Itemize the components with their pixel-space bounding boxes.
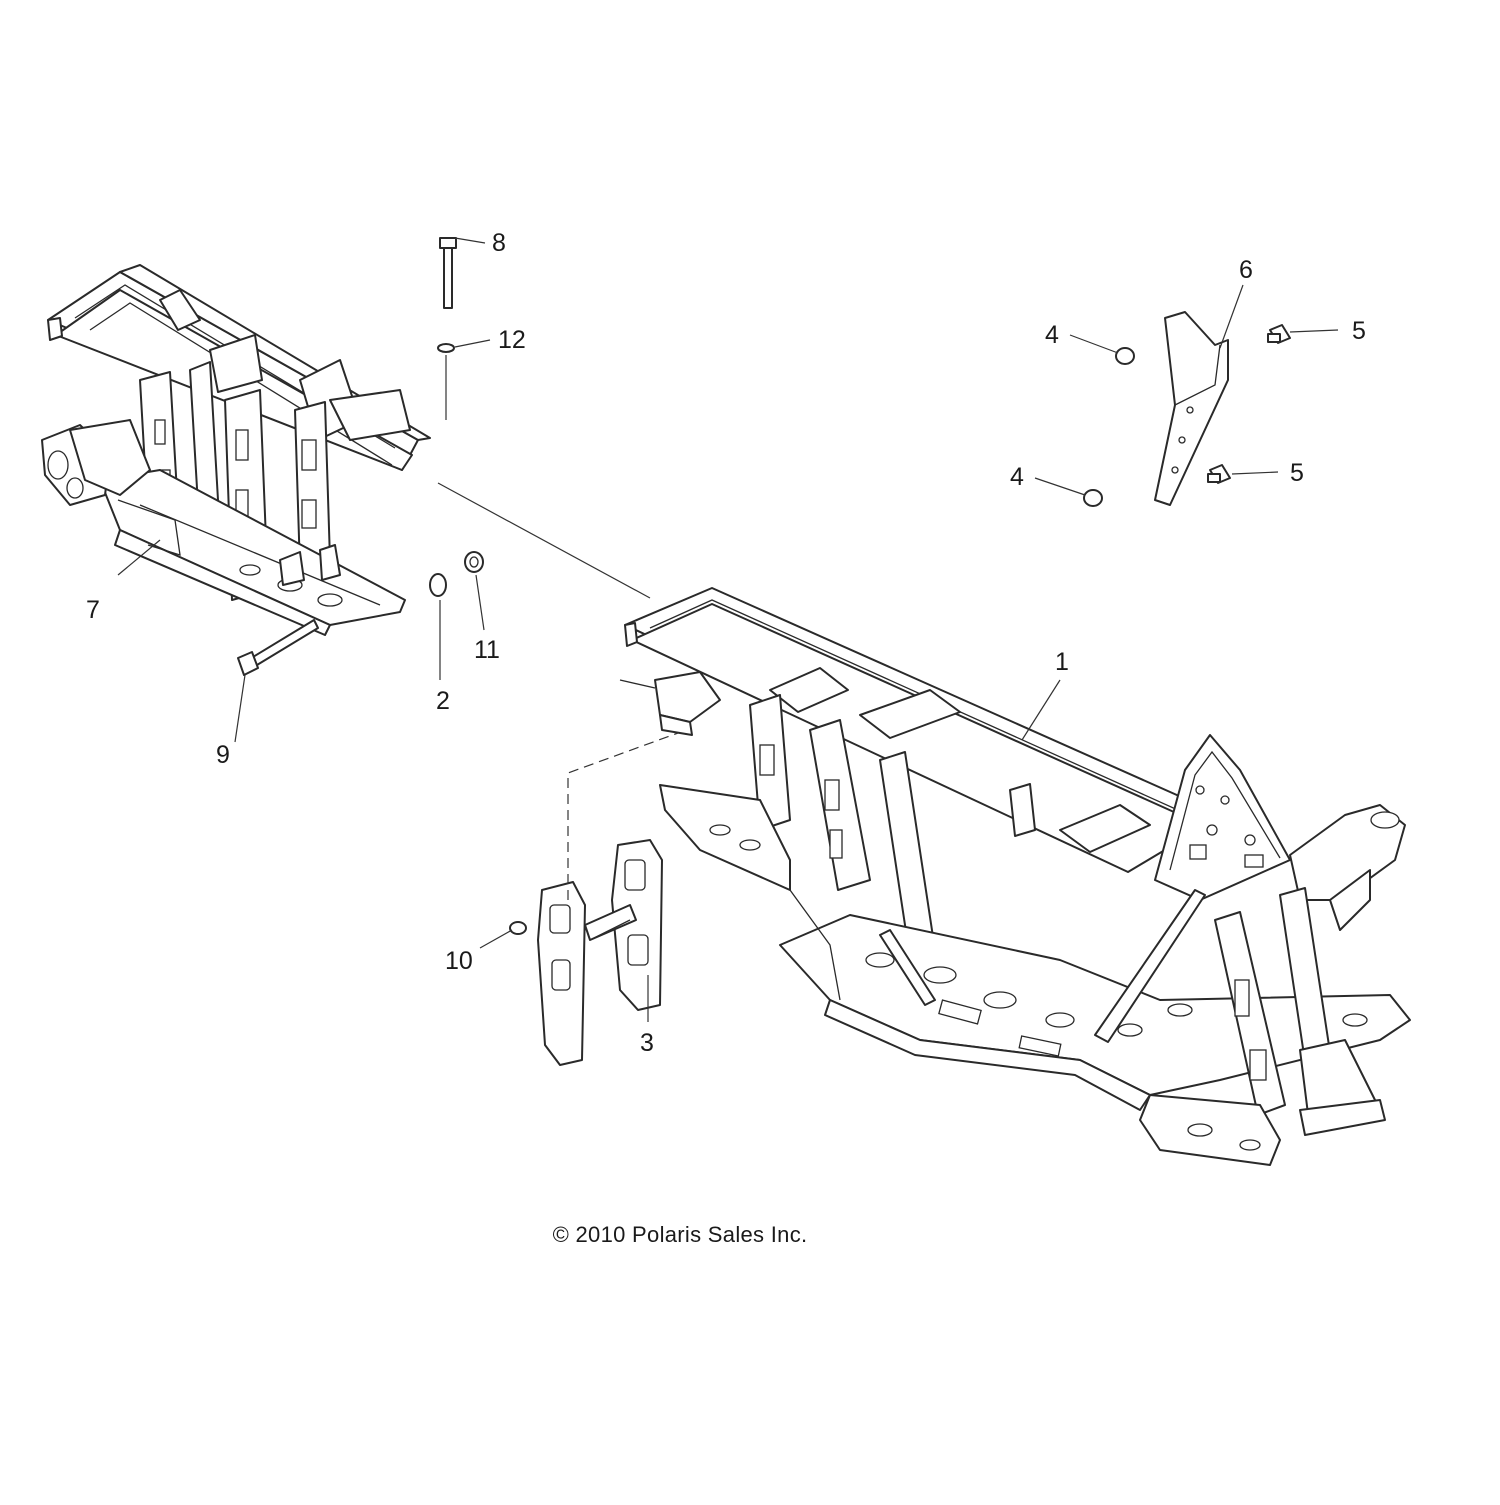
callout-8: 8 xyxy=(492,229,506,257)
callout-11: 11 xyxy=(474,636,500,664)
callout-5b: 5 xyxy=(1290,459,1304,487)
callout-12: 12 xyxy=(498,326,526,354)
callout-4b: 4 xyxy=(1010,463,1024,491)
callout-10: 10 xyxy=(445,947,473,975)
callout-5a: 5 xyxy=(1352,317,1366,345)
callout-2: 2 xyxy=(436,687,450,715)
callout-6: 6 xyxy=(1239,256,1253,284)
callout-1: 1 xyxy=(1055,648,1069,676)
leader-lines xyxy=(117,237,1339,1022)
fasteners xyxy=(237,237,1291,935)
callout-3: 3 xyxy=(640,1029,654,1057)
callout-7: 7 xyxy=(86,596,100,624)
callout-4a: 4 xyxy=(1045,321,1059,349)
upright-bracket xyxy=(1154,311,1229,506)
rear-mount-assembly xyxy=(537,839,663,1066)
main-frame xyxy=(619,587,1411,1166)
rear-frame-assembly xyxy=(41,264,431,636)
callout-9: 9 xyxy=(216,741,230,769)
copyright-notice: © 2010 Polaris Sales Inc. xyxy=(552,1222,808,1247)
